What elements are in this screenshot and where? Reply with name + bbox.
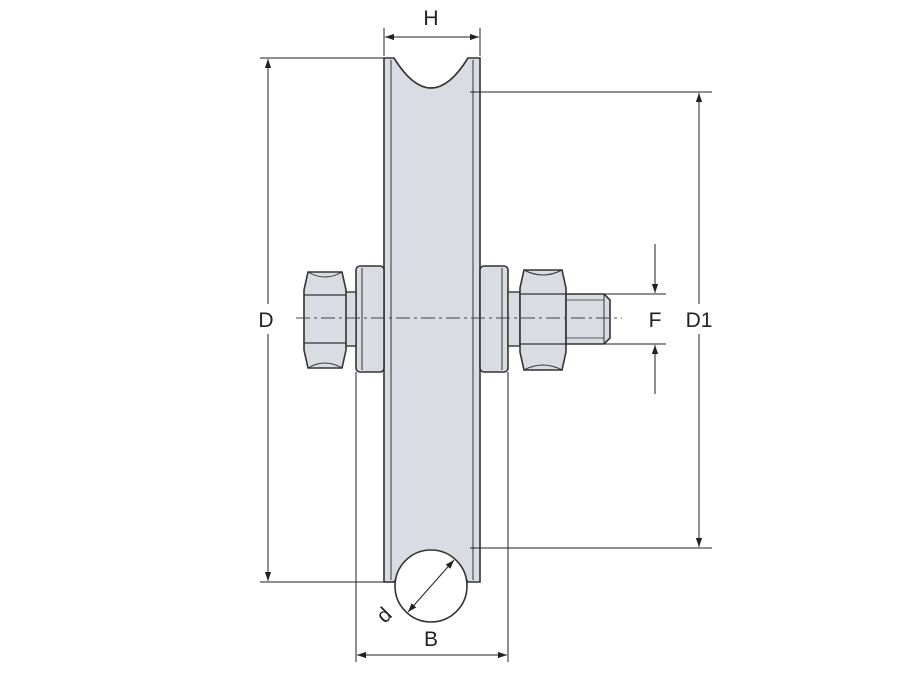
dimension-d-small: d	[372, 549, 468, 628]
wheel-disc	[383, 57, 481, 583]
nut-left	[303, 271, 347, 369]
wheel-body	[383, 57, 481, 583]
label-d-small: d	[372, 603, 397, 628]
washer-right	[507, 291, 521, 347]
dimension-d: D	[252, 57, 394, 583]
dimension-b: B	[355, 372, 509, 662]
nut-right	[519, 269, 567, 371]
dimension-h: H	[383, 7, 481, 56]
hub-left	[355, 265, 385, 373]
threaded-shaft	[565, 293, 611, 345]
dimension-f: F	[604, 244, 666, 394]
dimension-d1: D1	[470, 91, 720, 549]
label-b: B	[424, 628, 438, 651]
label-f: F	[649, 309, 662, 332]
label-d: D	[258, 309, 273, 332]
label-d1: D1	[686, 309, 713, 332]
hub-right	[479, 265, 509, 373]
label-h: H	[423, 7, 438, 30]
